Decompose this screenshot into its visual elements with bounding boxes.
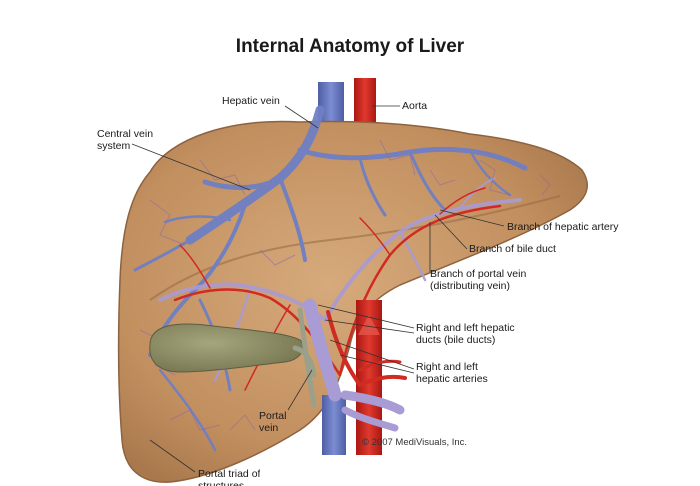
copyright-text: © 2007 MediVisuals, Inc. [362,437,468,448]
celiac-branches [340,359,407,432]
label-branch-hepatic-artery: Branch of hepatic artery [507,221,619,233]
hepatic-artery-trunk [326,310,362,387]
label-portal-triad: Portal triad of structures [198,468,261,486]
label-right-left-hepatic-arteries: Right and left hepatic arteries [416,361,488,385]
hepatic-vein-network [133,105,528,452]
label-central-vein-system: Central vein system [97,128,154,152]
label-portal-vein: Portal vein [259,410,287,434]
liver-lobe-edge [149,195,561,301]
common-bile-duct [297,307,317,408]
label-branch-portal-vein: Branch of portal vein (distributing vein… [430,268,527,292]
label-aorta: Aorta [402,100,428,112]
label-branch-bile-duct: Branch of bile duct [469,243,556,255]
page-title: Internal Anatomy of Liver [235,36,465,57]
label-right-left-hepatic-ducts: Right and left hepatic ducts (bile ducts… [416,322,515,346]
aorta-arrow [358,315,380,335]
inferior-vena-cava-lower [322,395,346,455]
label-hepatic-vein: Hepatic vein [222,95,280,107]
portal-vein-trunk [303,298,342,402]
liver-body [117,120,589,483]
leader-lines [131,105,505,473]
